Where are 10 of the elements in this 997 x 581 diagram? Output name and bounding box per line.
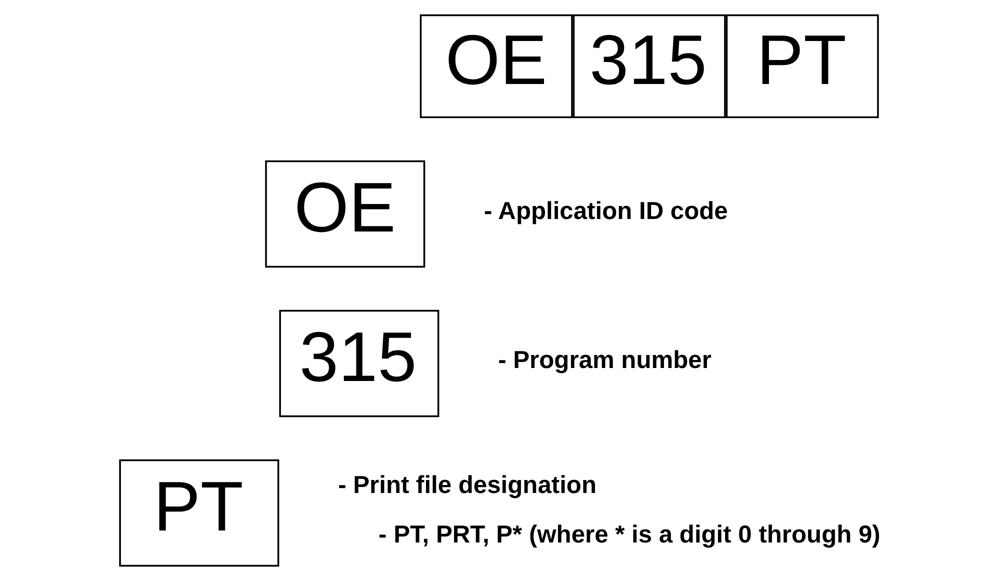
node-label: - Application ID code	[484, 198, 728, 225]
node-label: - Program number	[498, 347, 711, 374]
node-box: OE	[419, 14, 572, 118]
node-box: OE	[264, 160, 425, 268]
node-label: - PT, PRT, P* (where * is a digit 0 through 9)	[378, 521, 880, 548]
node-box: 315	[572, 14, 726, 118]
node-box: PT	[118, 459, 279, 567]
node-box: 315	[278, 310, 439, 418]
node-box: PT	[725, 14, 878, 118]
node-label: - Print file designation	[338, 472, 596, 500]
